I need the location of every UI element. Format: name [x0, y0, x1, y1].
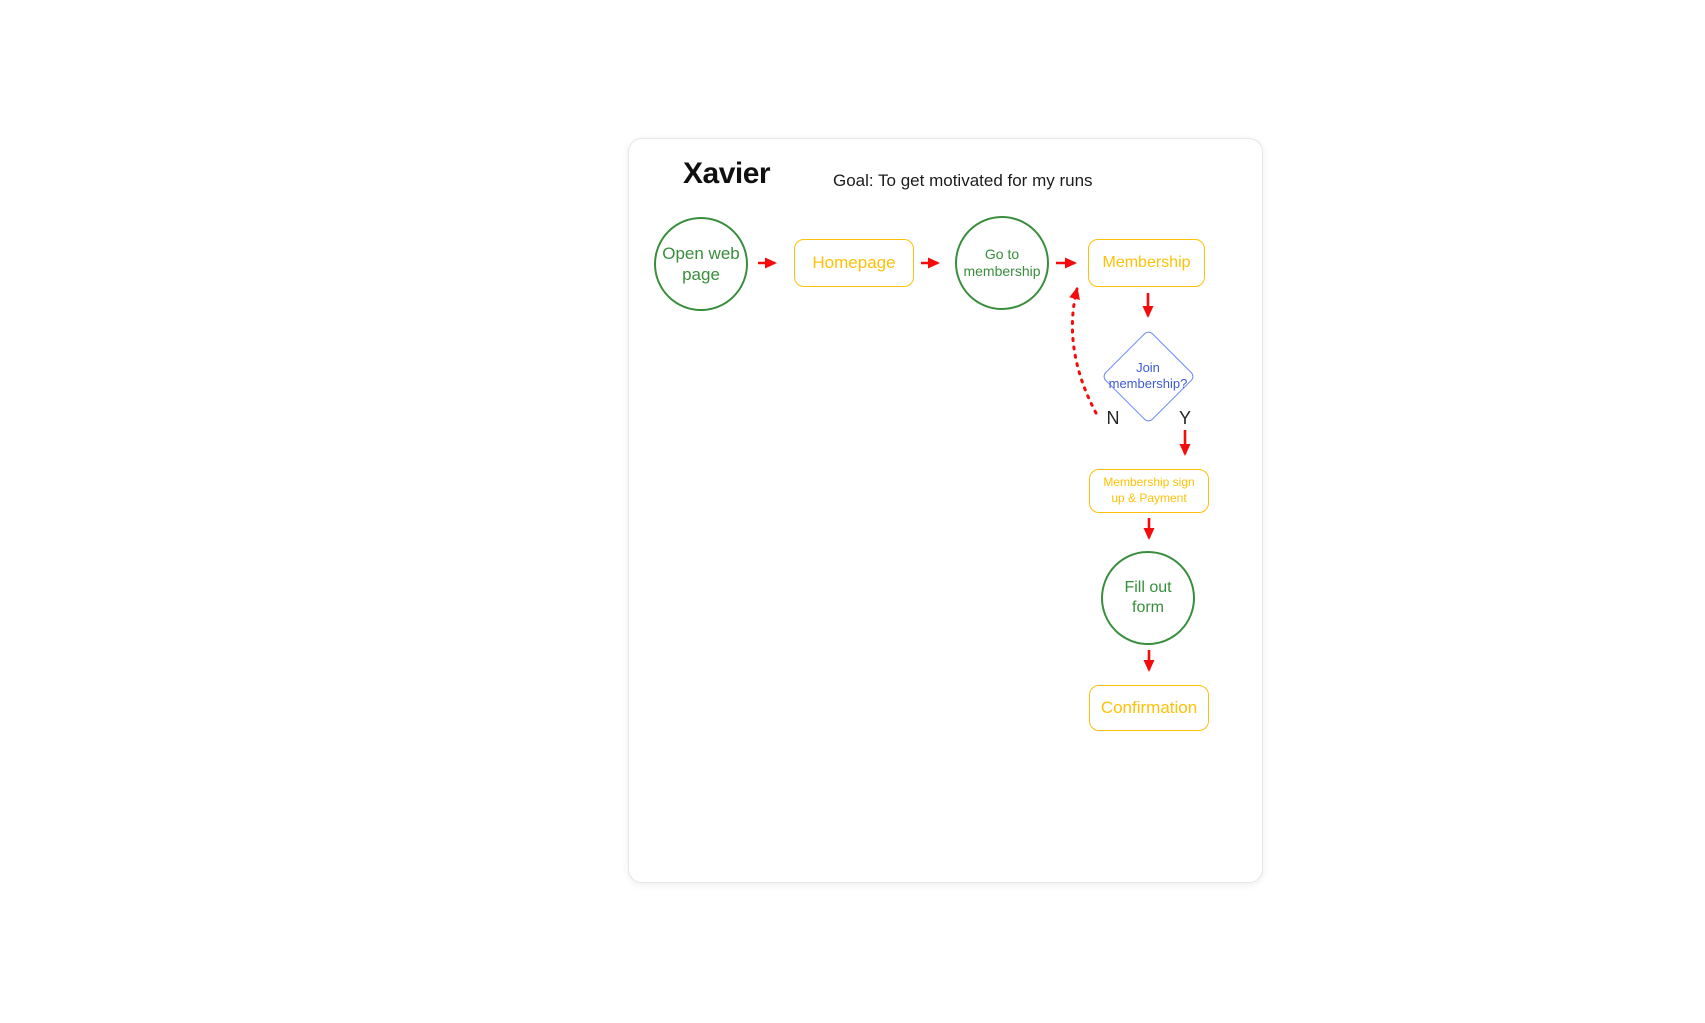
node-label: Membership [1102, 254, 1191, 271]
node-label: page [682, 265, 720, 284]
node-label: Fill out [1124, 579, 1172, 596]
node-label: membership? [1108, 376, 1188, 391]
node-membership-signup-payment[interactable]: Membership sign up & Payment [1089, 469, 1209, 513]
node-label: Homepage [812, 253, 896, 273]
node-label: Join [1136, 360, 1160, 376]
node-membership[interactable]: Membership [1088, 239, 1205, 287]
flowchart-card: Xavier Goal: To get motivated for my run… [628, 138, 1263, 883]
node-label: form [1132, 599, 1164, 616]
node-homepage[interactable]: Homepage [794, 239, 914, 287]
node-label: Confirmation [1100, 698, 1198, 718]
node-confirmation[interactable]: Confirmation [1089, 685, 1209, 731]
dashed-no-return-arrow-icon [1069, 287, 1098, 415]
node-go-to-membership[interactable]: Go to membership [955, 216, 1049, 310]
node-label: Go to [984, 245, 1020, 262]
branch-label-no: N [1106, 408, 1120, 428]
node-label: Membership sign [1103, 475, 1195, 490]
node-label: up & Payment [1111, 491, 1187, 505]
person-name: Xavier [683, 157, 771, 190]
node-label: membership [963, 263, 1041, 279]
node-open-web-page[interactable]: Open web page [654, 217, 748, 311]
goal-text: Goal: To get motivated for my runs [833, 171, 1093, 190]
node-join-membership-decision[interactable]: Join membership? [1100, 328, 1196, 424]
node-label: Open web [662, 243, 740, 263]
branch-label-yes: Y [1178, 408, 1191, 428]
node-fill-out-form[interactable]: Fill out form [1101, 551, 1195, 645]
